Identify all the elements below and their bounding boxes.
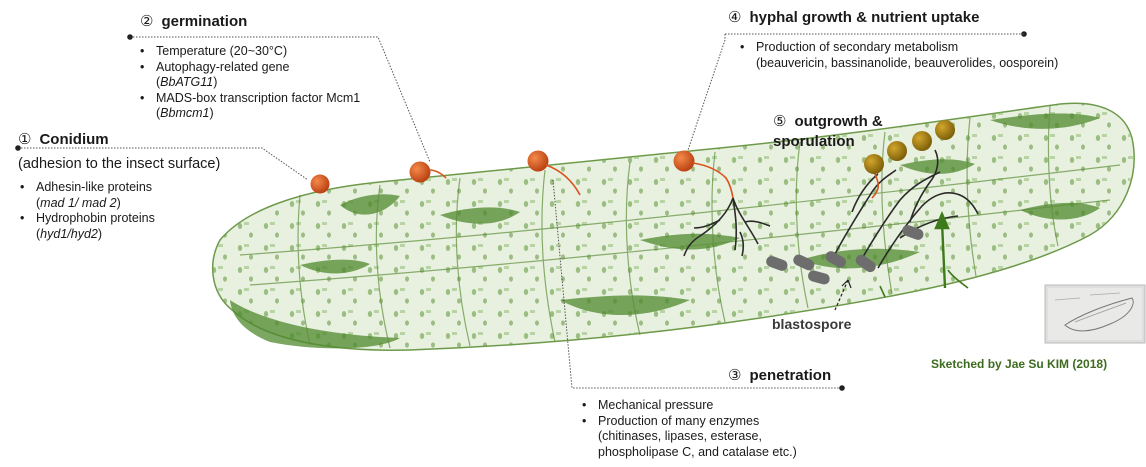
germination-title: germination: [161, 13, 247, 30]
list-item: MADS-box transcription factor Mcm1(Bbmcm…: [138, 91, 360, 122]
list-item: Autophagy-related gene(BbATG11): [138, 60, 360, 91]
list-item: Production of secondary metabolism(beauv…: [738, 40, 1058, 71]
sporulation-number: ⑤: [773, 113, 786, 130]
hyphal-title: hyphal growth & nutrient uptake: [749, 9, 979, 26]
hyphal-number: ④: [728, 9, 741, 26]
list-item: Hydrophobin proteins(hyd1/hyd2): [18, 211, 155, 242]
sporulation-title-line2: sporulation: [773, 133, 855, 150]
conidium-list: Adhesin-like proteins(mad 1/ mad 2) Hydr…: [18, 180, 155, 242]
blastospore-label: blastospore: [772, 316, 851, 332]
list-item: Adhesin-like proteins(mad 1/ mad 2): [18, 180, 155, 211]
germination-heading: ② germination: [140, 12, 247, 30]
hyphal-spore: [674, 151, 695, 172]
sketch-thumbnail: [1045, 285, 1145, 343]
insect-body: [213, 103, 1134, 350]
list-item: Production of many enzymes(chitinases, l…: [580, 414, 797, 461]
list-item: Temperature (20~30°C): [138, 44, 360, 60]
conidium-number: ①: [18, 131, 31, 148]
conidium-title: Conidium: [39, 131, 108, 148]
germination-list: Temperature (20~30°C) Autophagy-related …: [138, 44, 360, 122]
penetrating-spore: [528, 151, 549, 172]
penetration-number: ③: [728, 367, 741, 384]
sporulation-heading: ⑤ outgrowth & sporulation: [773, 112, 883, 152]
sporulation-title-line1: outgrowth &: [794, 113, 882, 130]
hyphal-list: Production of secondary metabolism(beauv…: [738, 40, 1058, 71]
hyphal-heading: ④ hyphal growth & nutrient uptake: [728, 8, 979, 26]
conidium-heading: ① Conidium: [18, 130, 109, 148]
germination-number: ②: [140, 13, 153, 30]
penetration-title: penetration: [749, 367, 831, 384]
germinating-spore: [410, 162, 431, 183]
penetration-heading: ③ penetration: [728, 366, 831, 384]
list-item: Mechanical pressure: [580, 398, 797, 414]
conidium-spore-1: [311, 175, 330, 194]
sketch-credit: Sketched by Jae Su KIM (2018): [931, 357, 1107, 371]
penetration-list: Mechanical pressure Production of many e…: [580, 398, 797, 460]
conidium-subtitle: (adhesion to the insect surface): [18, 156, 220, 172]
